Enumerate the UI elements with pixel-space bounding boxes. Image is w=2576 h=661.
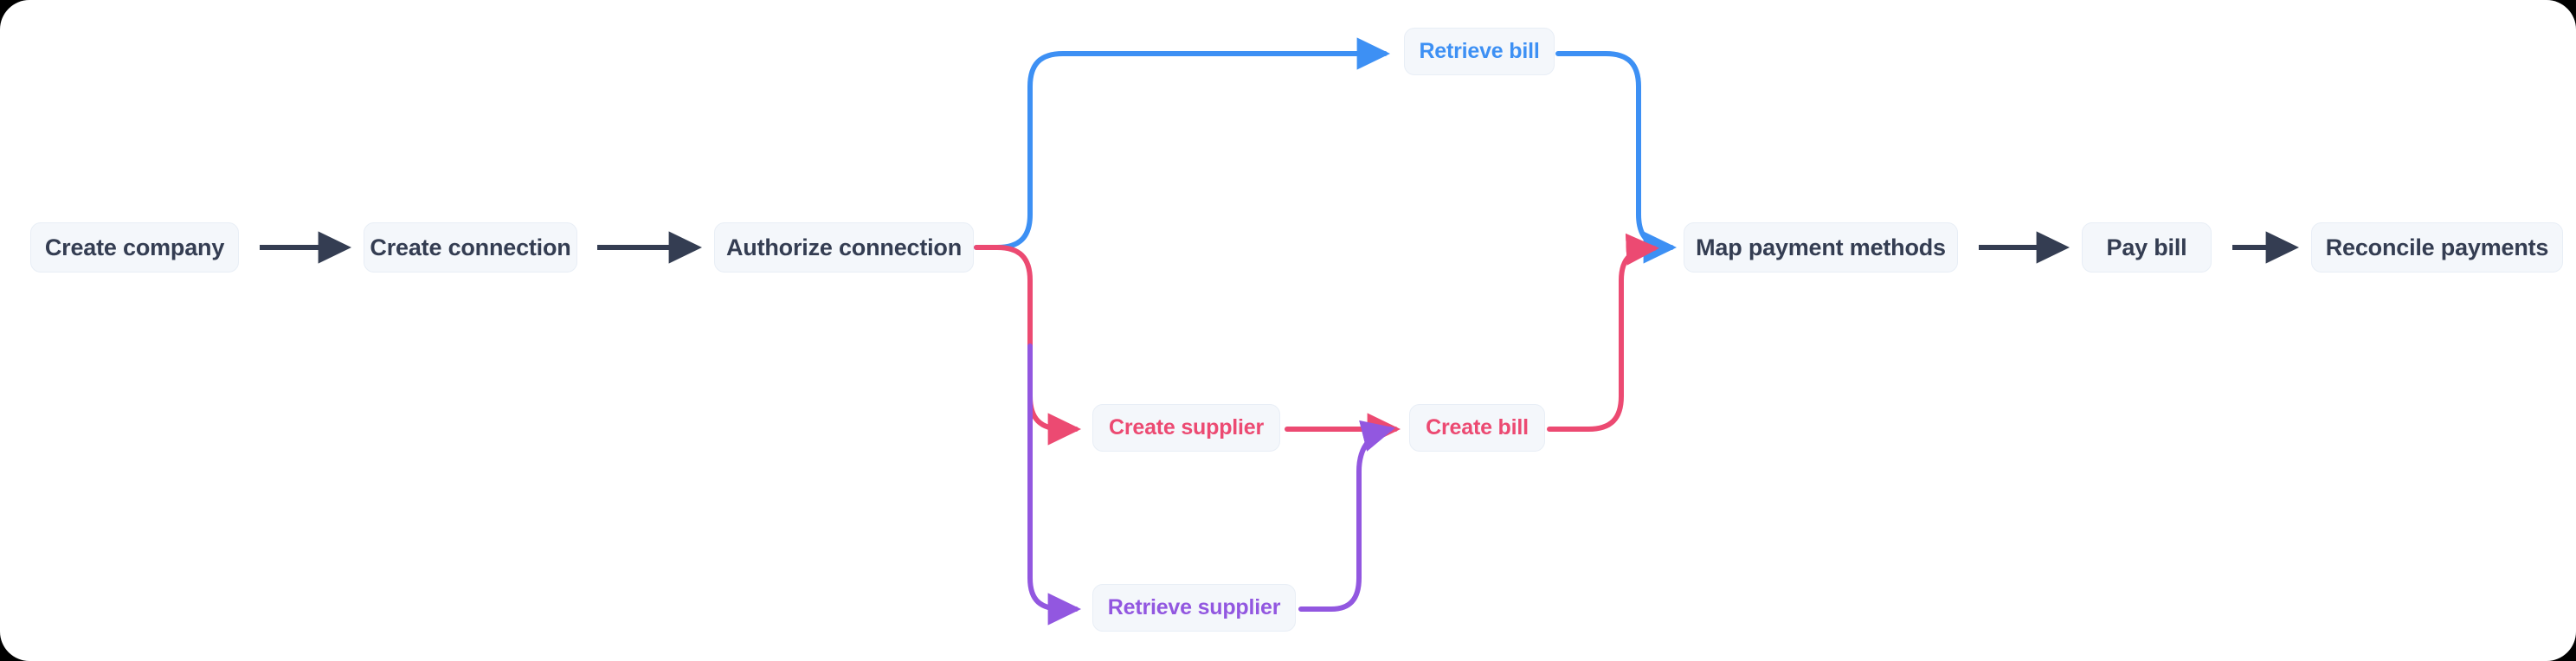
node-label: Map payment methods xyxy=(1696,234,1946,260)
node-label: Retrieve bill xyxy=(1419,39,1540,63)
edge-create-bill-to-map-payment-methods xyxy=(1547,233,1659,432)
node-create-bill[interactable]: Create bill xyxy=(1409,404,1545,452)
node-label: Retrieve supplier xyxy=(1107,595,1281,619)
node-create-connection[interactable]: Create connection xyxy=(364,222,577,273)
node-map-payment-methods[interactable]: Map payment methods xyxy=(1684,222,1958,273)
node-label: Create company xyxy=(44,234,225,260)
node-label: Create bill xyxy=(1426,415,1529,440)
node-reconcile-payments[interactable]: Reconcile payments xyxy=(2311,222,2563,273)
node-label: Authorize connection xyxy=(726,234,962,260)
node-create-company[interactable]: Create company xyxy=(30,222,239,273)
node-label: Create supplier xyxy=(1108,415,1264,440)
node-label: Create connection xyxy=(370,234,571,260)
node-create-supplier[interactable]: Create supplier xyxy=(1092,404,1280,452)
node-retrieve-supplier[interactable]: Retrieve supplier xyxy=(1092,584,1296,632)
node-authorize-connection[interactable]: Authorize connection xyxy=(714,222,974,273)
edge-retrieve-supplier-to-create-bill xyxy=(1298,420,1395,612)
node-pay-bill[interactable]: Pay bill xyxy=(2082,222,2212,273)
edge-retrieve-bill-to-map-payment-methods xyxy=(1555,51,1677,264)
node-label: Reconcile payments xyxy=(2325,234,2549,260)
node-label: Pay bill xyxy=(2106,234,2187,260)
node-retrieve-bill[interactable]: Retrieve bill xyxy=(1404,28,1555,75)
edge-authorize-connection-to-retrieve-supplier xyxy=(1027,343,1081,626)
edge-authorize-connection-to-retrieve-bill xyxy=(974,37,1390,250)
edge-authorize-connection-to-create-supplier xyxy=(974,245,1081,446)
